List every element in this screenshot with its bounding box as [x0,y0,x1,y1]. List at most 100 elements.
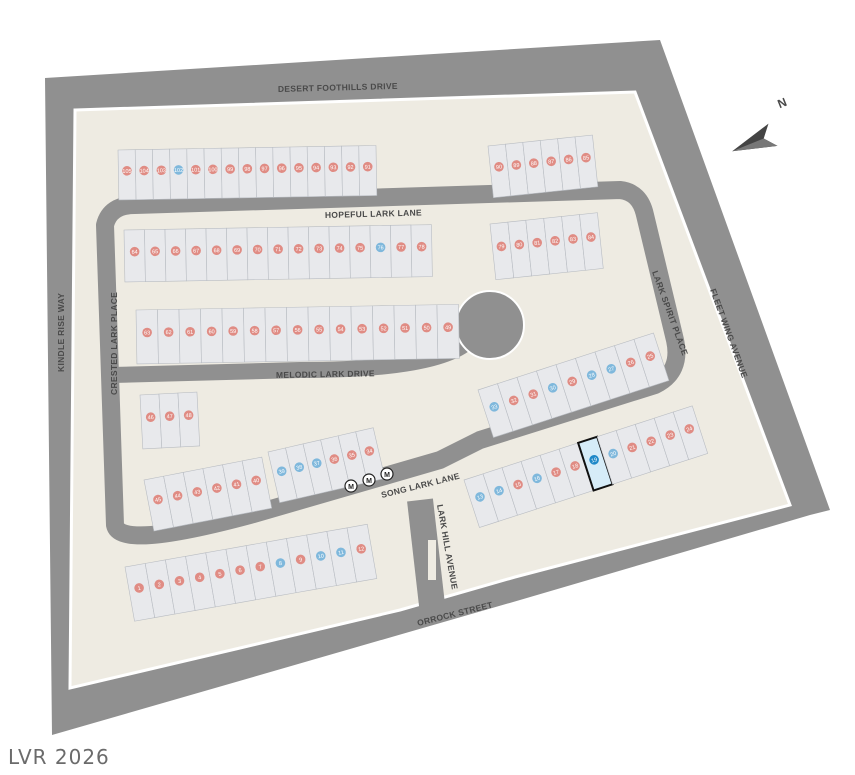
lot-status-dot [355,242,365,253]
lot-25[interactable]: 25 [633,332,670,388]
lot-94[interactable]: 94 [306,146,326,197]
lot-11[interactable]: 11 [326,527,357,586]
lot-84[interactable]: 84 [579,212,604,271]
lot-46[interactable]: 46 [139,393,163,450]
lot-100[interactable]: 100 [203,147,223,199]
lot-72[interactable]: 72 [287,226,310,280]
lot-98[interactable]: 98 [238,147,257,199]
lot-33[interactable]: 33 [477,383,514,438]
lot-79[interactable]: 79 [489,221,515,281]
lot-101[interactable]: 101 [186,148,206,200]
lot-7[interactable]: 7 [245,541,277,601]
lot-49[interactable]: 49 [436,304,460,360]
lot-51[interactable]: 51 [393,304,417,360]
lot-status-dot [646,436,656,447]
lot-8[interactable]: 8 [265,538,297,597]
lot-89[interactable]: 89 [505,142,529,197]
lot-38[interactable]: 38 [285,443,316,499]
lot-6[interactable]: 6 [225,545,257,604]
lot-number: 22 [648,438,656,446]
lot-77[interactable]: 77 [390,224,413,278]
lot-105[interactable]: 105 [117,149,137,201]
lot-number: 32 [510,398,518,406]
lot-57[interactable]: 57 [264,307,288,363]
lot-103[interactable]: 103 [152,148,171,200]
lot-status-dot [513,479,523,490]
lot-50[interactable]: 50 [415,304,439,360]
lot-61[interactable]: 61 [178,308,202,364]
lot-99[interactable]: 99 [220,147,240,199]
lot-60[interactable]: 60 [200,308,224,364]
lot-31[interactable]: 31 [516,370,553,426]
lot-number: 97 [261,166,267,172]
lot-18[interactable]: 18 [558,442,594,498]
lot-67[interactable]: 67 [185,228,208,282]
lot-status-dot [276,163,287,173]
lot-status-dot [183,410,194,420]
lot-14[interactable]: 14 [482,467,518,522]
lot-5[interactable]: 5 [205,548,236,608]
lot-status-dot [185,326,195,337]
lot-91[interactable]: 91 [358,145,378,197]
lot-26[interactable]: 26 [614,338,650,394]
lot-56[interactable]: 56 [286,306,310,362]
lot-87[interactable]: 87 [539,138,564,193]
lot-74[interactable]: 74 [328,225,351,279]
lot-10[interactable]: 10 [306,531,337,590]
lot-status-dot [567,376,578,387]
lot-65[interactable]: 65 [144,228,167,282]
lot-29[interactable]: 29 [555,357,592,413]
lot-66[interactable]: 66 [164,228,187,282]
lot-96[interactable]: 96 [272,146,292,198]
lot-2[interactable]: 2 [144,559,176,618]
lot-status-dot [356,544,366,554]
lot-53[interactable]: 53 [350,305,374,361]
lot-status-dot [170,246,181,256]
lot-20[interactable]: 20 [596,430,632,485]
lot-number: 64 [132,250,138,256]
lot-85[interactable]: 85 [574,134,599,189]
lot-47[interactable]: 47 [158,392,182,449]
lot-36[interactable]: 36 [320,435,351,491]
lot-15[interactable]: 15 [501,461,537,516]
lot-number: 44 [174,493,181,500]
lot-12[interactable]: 12 [346,523,378,583]
lot-90[interactable]: 90 [487,143,512,199]
lot-92[interactable]: 92 [341,145,360,197]
lot-80[interactable]: 80 [507,219,532,279]
lot-93[interactable]: 93 [324,145,343,197]
lot-number: 66 [173,249,179,255]
lot-78[interactable]: 78 [410,224,433,278]
lot-95[interactable]: 95 [289,146,309,198]
lot-75[interactable]: 75 [349,225,372,279]
lot-73[interactable]: 73 [308,226,331,280]
lot-37[interactable]: 37 [302,439,333,495]
lot-55[interactable]: 55 [307,306,331,362]
lot-102[interactable]: 102 [169,148,188,200]
lot-4[interactable]: 4 [185,552,216,611]
lot-24[interactable]: 24 [672,405,709,460]
lot-104[interactable]: 104 [134,149,154,200]
lot-59[interactable]: 59 [221,307,245,363]
lot-63[interactable]: 63 [135,309,159,365]
lot-97[interactable]: 97 [255,146,274,198]
lot-48[interactable]: 48 [177,391,201,448]
lot-76[interactable]: 76 [369,225,392,279]
lot-19[interactable]: 19 [576,435,614,492]
lot-71[interactable]: 71 [267,226,290,280]
lot-68[interactable]: 68 [205,227,228,281]
mailbox-label: M [384,472,390,479]
lot-52[interactable]: 52 [372,305,396,361]
lot-70[interactable]: 70 [246,227,269,281]
lot-34[interactable]: 34 [355,427,386,483]
lot-54[interactable]: 54 [329,305,353,361]
lot-58[interactable]: 58 [243,307,267,363]
lot-64[interactable]: 64 [123,229,146,283]
lot-1[interactable]: 1 [124,563,156,622]
lot-62[interactable]: 62 [157,308,181,364]
lot-40[interactable]: 40 [241,456,273,513]
lot-69[interactable]: 69 [226,227,249,281]
lot-number: 11 [338,550,345,557]
lot-27[interactable]: 27 [594,345,631,400]
